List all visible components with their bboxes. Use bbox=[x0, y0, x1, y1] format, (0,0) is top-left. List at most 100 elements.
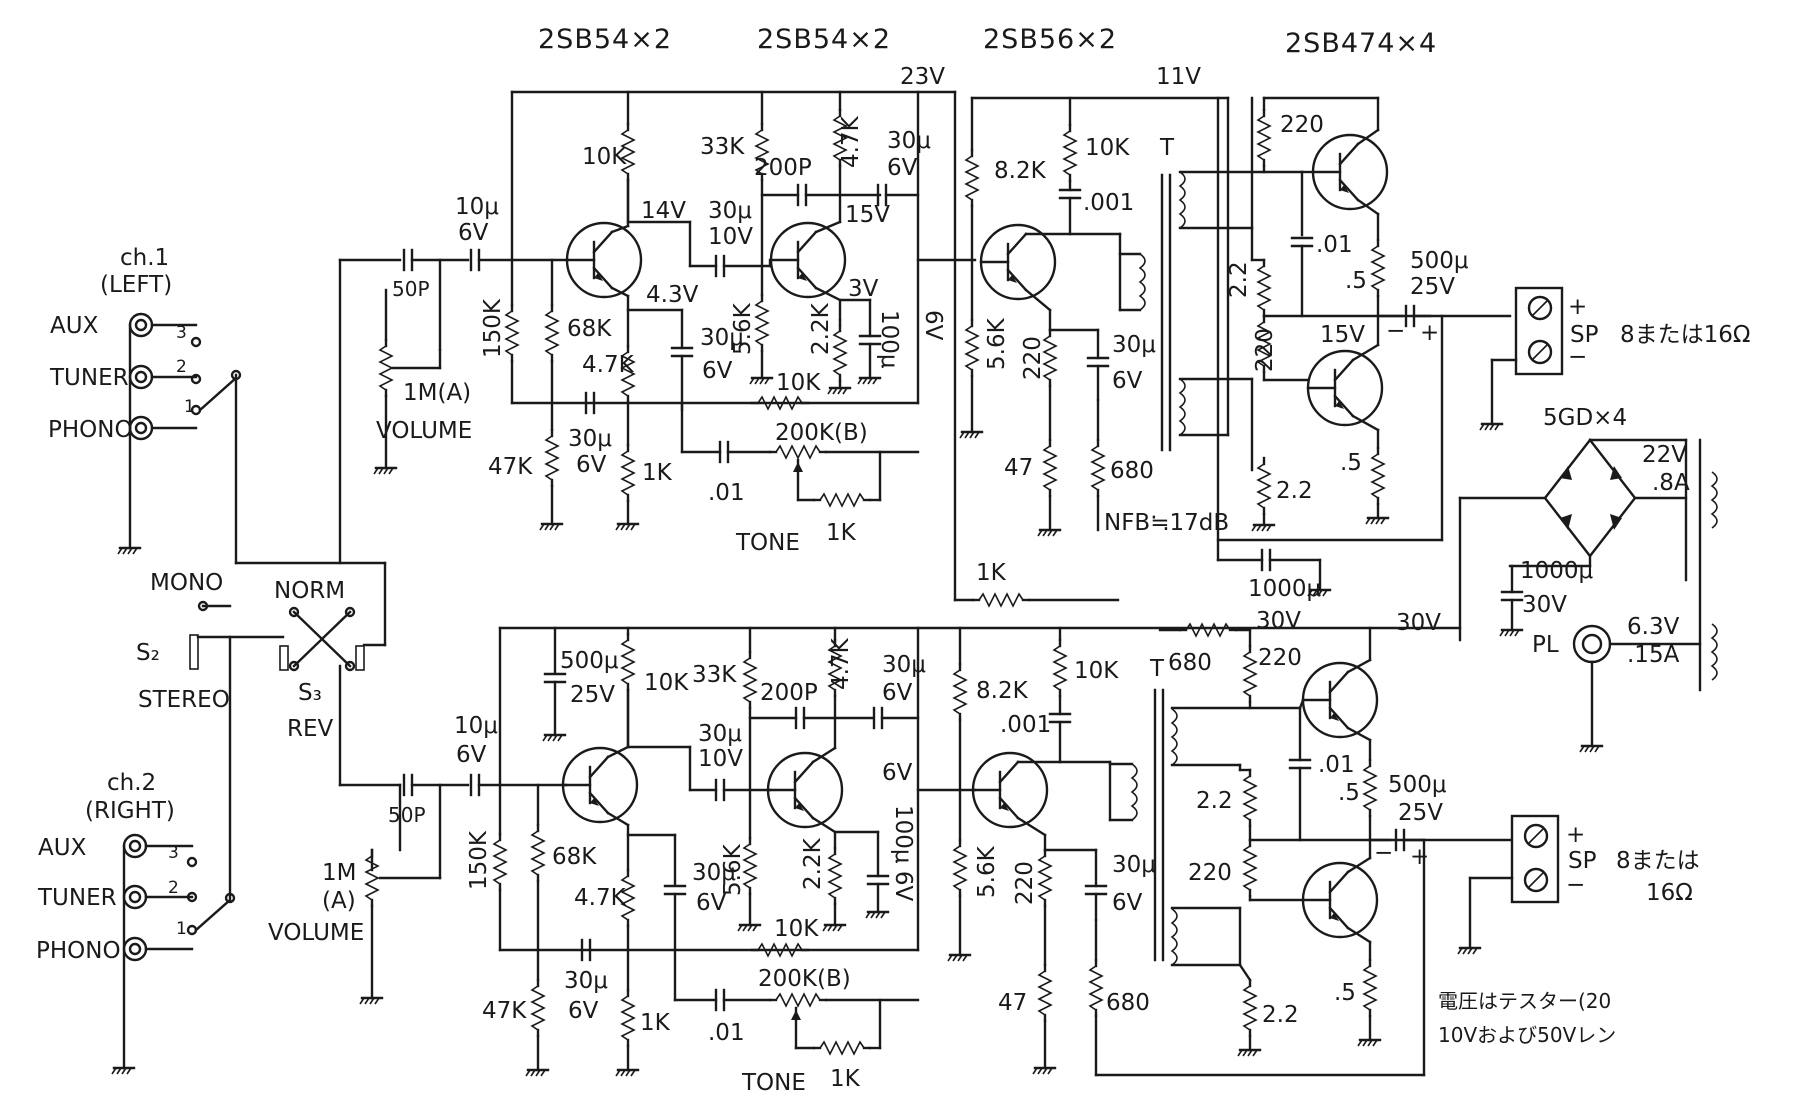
note-line1: 電圧はテスター(20 bbox=[1438, 989, 1611, 1013]
ch2-50p-label: 50P bbox=[388, 803, 426, 827]
input-selector-ch1: ch.1 (LEFT) AUX TUNER PHONO 3 2 1 bbox=[48, 245, 242, 565]
ch1-sp-plus: + bbox=[1568, 294, 1587, 320]
ch2-c30u-c-label: 30μ bbox=[882, 652, 926, 678]
ch2-tone-label: TONE bbox=[741, 1070, 806, 1096]
ch2-r1k-tone-label: 1K bbox=[830, 1066, 861, 1092]
header-output: 2SB474×4 bbox=[1285, 28, 1437, 59]
ch1-volume-pot bbox=[378, 338, 394, 398]
ch1-r05-a bbox=[1370, 238, 1386, 298]
ch2-r56k-label: 5.6K bbox=[720, 843, 746, 896]
ch1-r150k bbox=[504, 303, 520, 363]
ch1-c30u-a-label: 30μ bbox=[568, 426, 612, 452]
ch2-q4-output bbox=[1301, 661, 1379, 739]
ch2-c500u-dec-label: 500μ bbox=[560, 648, 619, 674]
ch1-r47k-c2-label: 4.7K bbox=[838, 115, 864, 168]
ch1-c30u-b-label: 30μ bbox=[708, 198, 752, 224]
ch1-r22-b bbox=[1256, 456, 1272, 516]
ch2-c01-label: .01 bbox=[708, 1020, 745, 1046]
mode-switches: MONO S₂ STEREO NORM S₃ REV bbox=[136, 258, 402, 787]
ch1-r68k-label: 68K bbox=[567, 316, 612, 342]
ch2-r680 bbox=[1088, 958, 1104, 1018]
ch2-vol-a: (A) bbox=[322, 888, 356, 914]
ch2-driver-output: 8.2K 5.6K 10K .001 220 47 30μ 6V 680 bbox=[946, 622, 1700, 1077]
ch1-c30u-b-v: 10V bbox=[708, 224, 753, 250]
ch1-cin-label: 10μ bbox=[455, 194, 499, 220]
ch2-r220-b-label: 220 bbox=[1188, 860, 1232, 886]
norm-label: NORM bbox=[274, 578, 345, 604]
ch1-phono-jack bbox=[128, 415, 154, 441]
ch2-r220-d bbox=[1037, 848, 1053, 908]
ch2-sp-label: SP bbox=[1568, 848, 1597, 874]
ch2-r47k-e-label: 4.7K bbox=[574, 885, 627, 911]
ch1-phono-label: PHONO bbox=[48, 417, 133, 443]
ch1-c001-label: .001 bbox=[1083, 190, 1134, 216]
s3-label: S₃ bbox=[298, 680, 322, 706]
ch2-c30u-a-label: 30μ bbox=[564, 968, 608, 994]
ch2-r82k bbox=[952, 662, 968, 722]
ch1-xfmr-sec-a bbox=[1179, 171, 1186, 229]
ch1-r22k-label: 2.2K bbox=[808, 302, 834, 355]
ch1-r33k-label: 33K bbox=[700, 134, 745, 160]
ch1-r1k-tone-label: 1K bbox=[826, 520, 857, 546]
ch2-r680-label: 680 bbox=[1106, 990, 1150, 1016]
ch2-c500u-dec-v: 25V bbox=[570, 682, 615, 708]
transistor-headers: 2SB54×2 2SB54×2 2SB56×2 2SB474×4 bbox=[538, 24, 1437, 59]
ch1-r1k-label: 1K bbox=[642, 460, 673, 486]
ch1-r56k-label: 5.6K bbox=[730, 302, 756, 355]
ch1-r1k-link-label: 1K bbox=[976, 560, 1007, 586]
ch2-vol-name: VOLUME bbox=[268, 920, 364, 946]
ch1-r56k-d bbox=[964, 318, 980, 378]
ch2-q1-transistor bbox=[561, 746, 639, 824]
ch2-title: ch.2 bbox=[107, 770, 156, 796]
ch2-c30u-a-v: 6V bbox=[568, 998, 599, 1024]
diode-3 bbox=[1560, 514, 1572, 530]
ch1-q1-transistor bbox=[565, 221, 643, 299]
stereo-label: STEREO bbox=[138, 687, 230, 713]
ch1-r47 bbox=[1042, 438, 1058, 498]
power-supply: 5GD×4 22V .8A 1000μ 30V 30V 30V PL 6.3V … bbox=[1256, 405, 1718, 754]
ch2-vol-label: 1M bbox=[322, 860, 356, 886]
ch1-c100u-label: 100μ bbox=[876, 310, 902, 369]
ch2-r56k-d-label: 5.6K bbox=[974, 845, 1000, 898]
bridge-rectifier bbox=[1543, 438, 1637, 558]
ch2-r22-b-label: 2.2 bbox=[1262, 1002, 1299, 1028]
ch2-r22-a bbox=[1242, 768, 1258, 828]
ch1-r05-a-label: .5 bbox=[1345, 268, 1367, 294]
ch1-r10k-d-label: 10K bbox=[1085, 135, 1130, 161]
ch2-r22-b bbox=[1242, 978, 1258, 1038]
ch2-r10k-d-label: 10K bbox=[1074, 658, 1119, 684]
ch2-r150k-label: 150K bbox=[466, 830, 492, 890]
ch1-50p-label: 50P bbox=[392, 277, 430, 301]
ch1-tuner-jack bbox=[128, 364, 154, 390]
ch1-c30u-e-label: 30μ bbox=[1112, 332, 1156, 358]
pl-current: .15A bbox=[1627, 642, 1680, 668]
ch1-r1k-tone bbox=[812, 492, 872, 508]
ch2-sp-plus: + bbox=[1566, 822, 1585, 848]
ch2-r1k bbox=[620, 988, 636, 1048]
ch2-r10k-fb-label: 10K bbox=[774, 916, 819, 942]
ch2-c200p-label: 200P bbox=[760, 680, 818, 706]
ch1-r680-label: 680 bbox=[1110, 458, 1154, 484]
ch1-v15: 15V bbox=[845, 202, 890, 228]
rail-30v-a-label: 30V bbox=[1256, 608, 1301, 634]
ch2-r22k-label: 2.2K bbox=[800, 837, 826, 890]
diode-1 bbox=[1560, 466, 1572, 480]
power-22v: 22V bbox=[1642, 442, 1687, 468]
ch2-xfmr-sec-b bbox=[1171, 908, 1178, 966]
ch2-c500u-label: 500μ bbox=[1388, 772, 1447, 798]
pl-voltage: 6.3V bbox=[1627, 614, 1680, 640]
ch2-preamp: 50P 10μ 6V 1M (A) VOLUME 150K 500μ 25V 6… bbox=[268, 626, 1462, 1096]
ch1-q3-driver bbox=[979, 223, 1057, 301]
rail-23v-label: 23V bbox=[900, 64, 945, 90]
ch1-nfb-label: NFB≒17dB bbox=[1104, 510, 1229, 536]
ch2-cin-label: 10μ bbox=[454, 713, 498, 739]
ch1-c30u-d-label: 30μ bbox=[700, 325, 744, 351]
s2-label: S₂ bbox=[136, 640, 160, 666]
rail-30v-b-label: 30V bbox=[1396, 610, 1441, 636]
ch1-pos2: 2 bbox=[176, 357, 187, 377]
ch1-r56k bbox=[754, 293, 770, 353]
ch1-v15-out: 15V bbox=[1320, 322, 1365, 348]
power-c1000u-v: 30V bbox=[1522, 592, 1567, 618]
ch2-c30u-e-v: 6V bbox=[1112, 890, 1143, 916]
ch2-r68k-label: 68K bbox=[552, 844, 597, 870]
